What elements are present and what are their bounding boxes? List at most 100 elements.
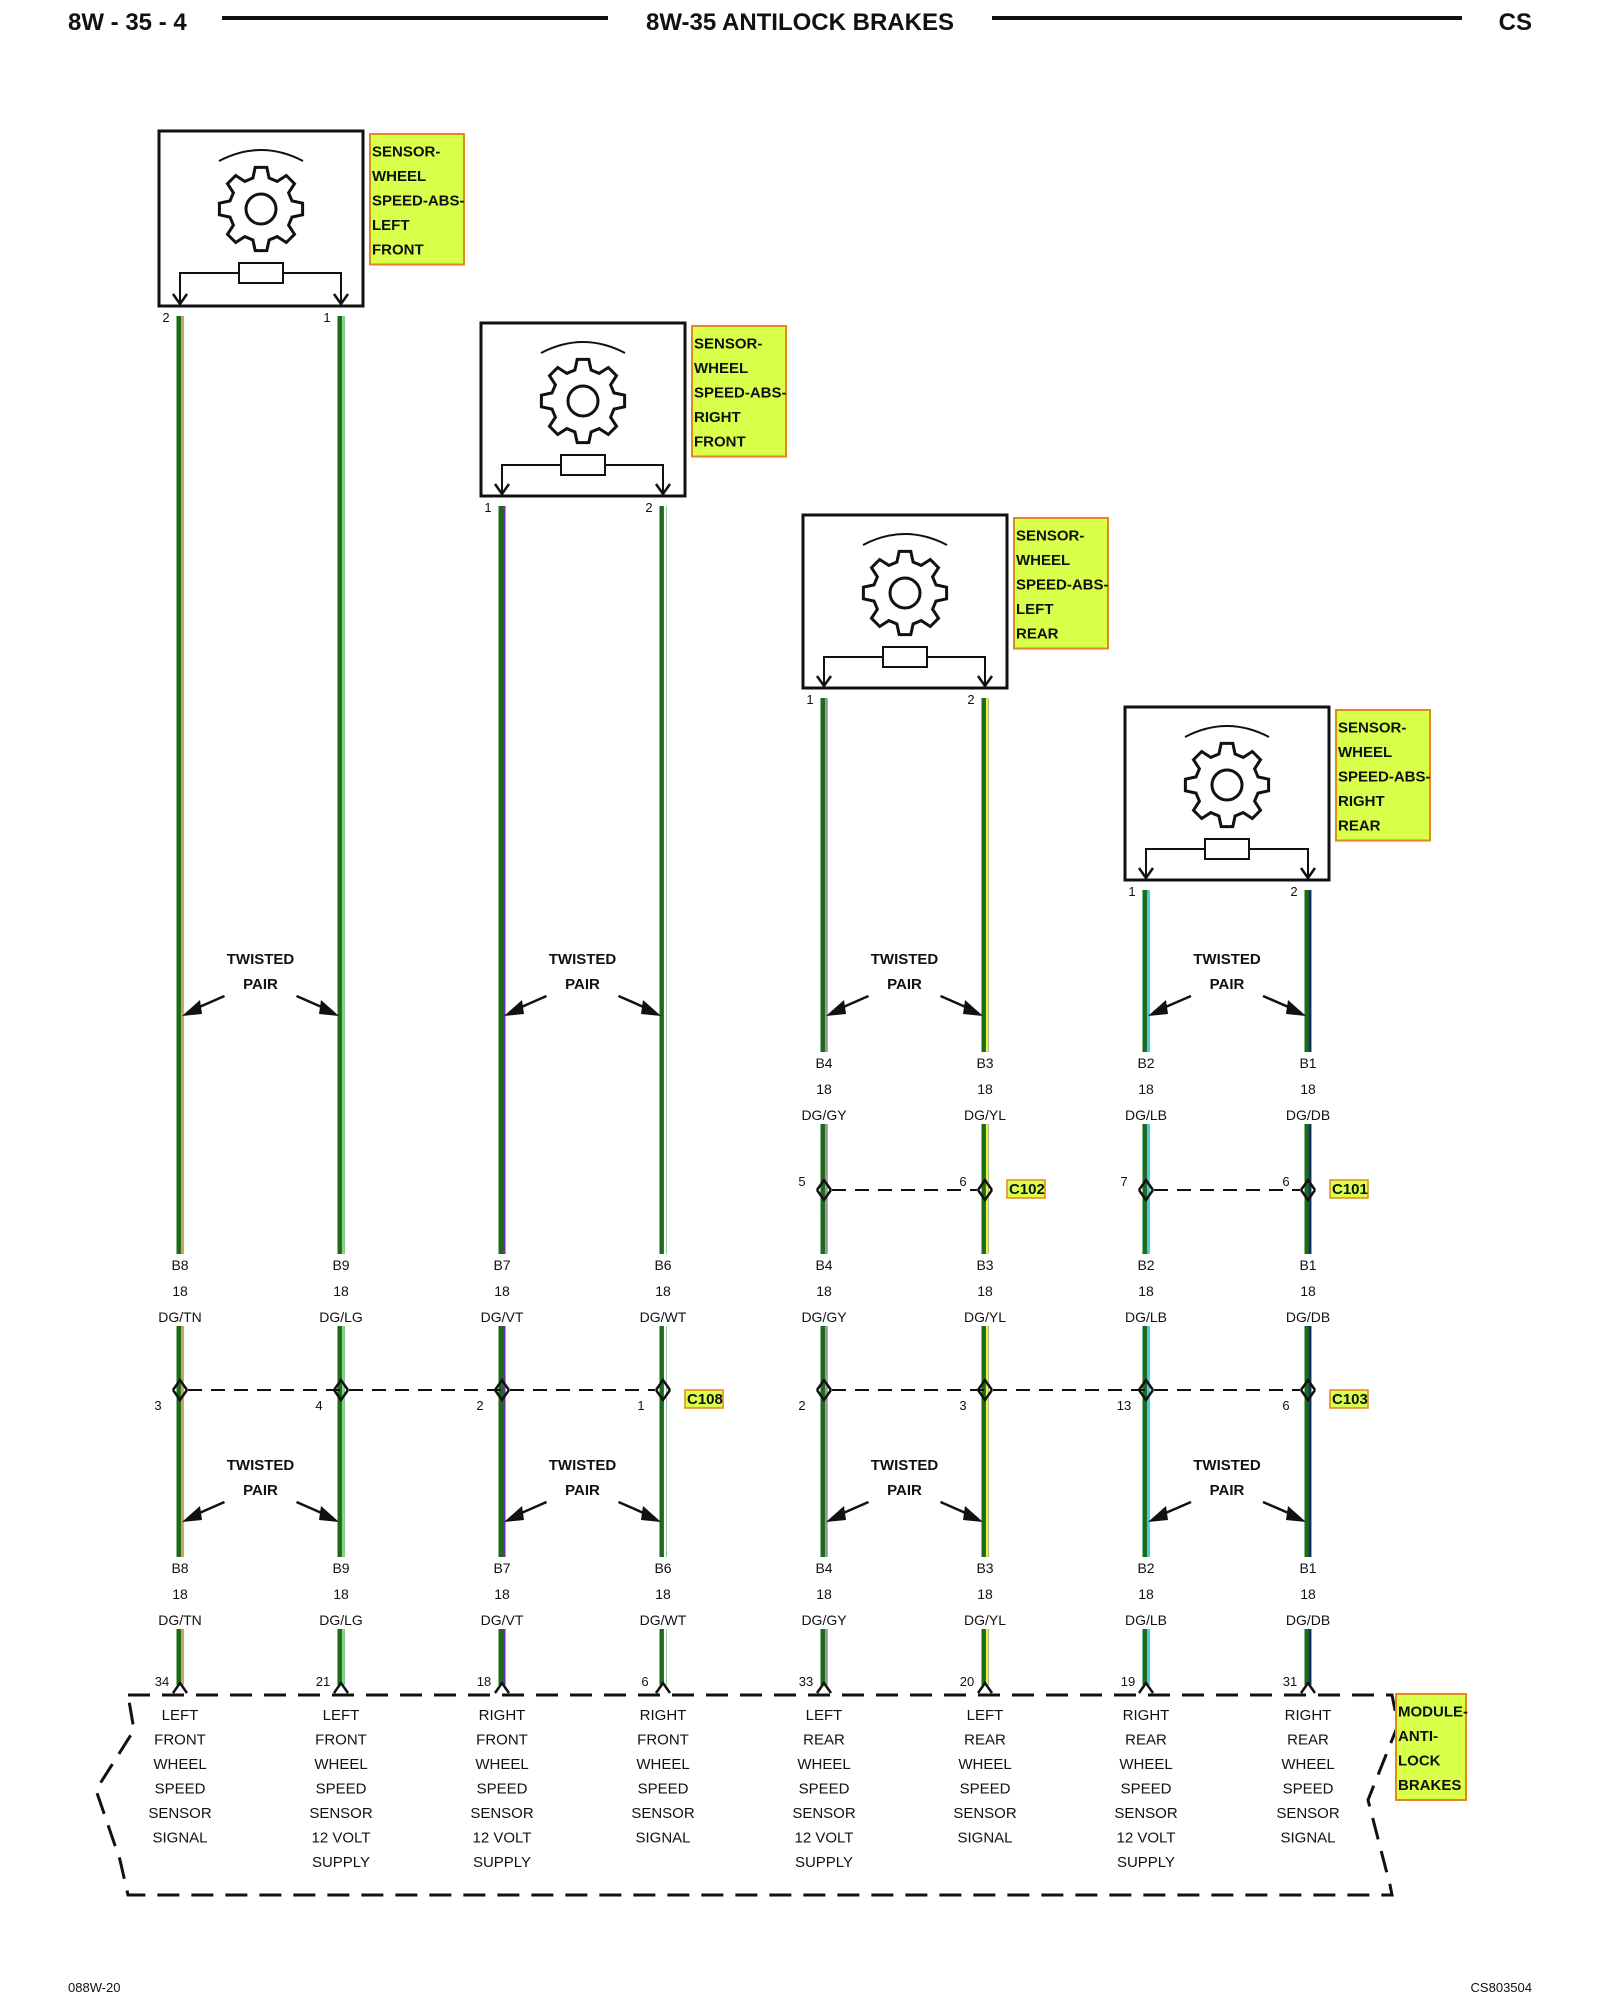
sensor-lead-left xyxy=(501,464,561,492)
wire-gauge: 18 xyxy=(816,1586,832,1602)
arrow-head-icon xyxy=(1286,1000,1306,1016)
module-function-line: SENSOR xyxy=(1114,1805,1178,1822)
wire-circuit: B6 xyxy=(654,1257,671,1273)
connector-lower-pin-down xyxy=(976,1389,994,1403)
gear-icon xyxy=(1183,741,1271,829)
resistor-icon xyxy=(1204,838,1250,860)
resistor-icon xyxy=(882,646,928,668)
module-pin-number: 19 xyxy=(1121,1674,1135,1689)
wire-color: DG/YL xyxy=(964,1309,1006,1325)
sensor-label-line: SPEED-ABS- xyxy=(1016,577,1109,594)
module-function-line: 12 VOLT xyxy=(795,1830,854,1847)
connector-label-bg xyxy=(1329,1179,1369,1199)
wire-info-bg xyxy=(794,1052,854,1124)
wire-circuit: B6 xyxy=(654,1560,671,1576)
wire-circuit: B8 xyxy=(171,1257,188,1273)
wire-circuit: B2 xyxy=(1137,1257,1154,1273)
arrow-head-icon xyxy=(504,1000,524,1016)
wire-color: DG/GY xyxy=(801,1612,847,1628)
wire-color: DG/TN xyxy=(158,1612,202,1628)
connector-name: C108 xyxy=(687,1391,723,1408)
wire-info-bg xyxy=(150,1254,210,1326)
module-function-line: SENSOR xyxy=(631,1805,695,1822)
wire-info-bg xyxy=(955,1254,1015,1326)
sensor-label-line: SENSOR- xyxy=(1338,720,1406,737)
arrow-head-icon xyxy=(641,1000,661,1016)
wire-color: DG/YL xyxy=(964,1107,1006,1123)
connector-name: C103 xyxy=(1332,1391,1368,1408)
module-function-line: SUPPLY xyxy=(1117,1854,1175,1871)
connector-label-c101: C101 xyxy=(1329,1179,1369,1199)
wire-circuit: B3 xyxy=(976,1257,993,1273)
twisted-text: PAIR xyxy=(243,1482,278,1499)
connector-label-c103: C103 xyxy=(1329,1389,1369,1409)
twisted-text: PAIR xyxy=(887,976,922,993)
module-function-line: REAR xyxy=(1125,1732,1167,1749)
module-function-line: WHEEL xyxy=(797,1756,850,1773)
wire-gauge: 18 xyxy=(816,1081,832,1097)
module-pin-number: 34 xyxy=(155,1674,169,1689)
module-function-line: SENSOR xyxy=(148,1805,212,1822)
module-function-line: SPEED xyxy=(799,1781,850,1798)
module-function-line: SENSOR xyxy=(1276,1805,1340,1822)
sensor-pin-number: 1 xyxy=(1128,884,1135,899)
connector-lower-pin-up xyxy=(332,1377,350,1391)
connector-upper-pin-down xyxy=(815,1189,833,1203)
connector-c103-pin: 3 xyxy=(959,1398,966,1413)
connector-c108-pin: 1 xyxy=(637,1398,644,1413)
connector-upper-pin-up xyxy=(976,1177,994,1191)
wire-color: DG/DB xyxy=(1286,1309,1330,1325)
wire-info-bg xyxy=(955,1557,1015,1629)
connector-lower-pin-up xyxy=(976,1377,994,1391)
module-pin-marker xyxy=(654,1680,672,1694)
arrow-head-icon xyxy=(1148,1506,1168,1522)
gear-icon xyxy=(861,549,949,637)
sensor-arc-icon xyxy=(218,149,304,162)
module-label-line: MODULE- xyxy=(1398,1704,1468,1721)
module-function-line: LEFT xyxy=(162,1707,199,1724)
arrow-head-icon xyxy=(963,1506,983,1522)
wire-circuit: B3 xyxy=(976,1055,993,1071)
sensor-pin-number: 2 xyxy=(645,500,652,515)
gear-icon xyxy=(539,357,627,445)
connector-c103-pin: 6 xyxy=(1282,1398,1289,1413)
sensor-arc-icon xyxy=(540,341,626,354)
module-function-line: LEFT xyxy=(323,1707,360,1724)
wire-gauge: 18 xyxy=(494,1586,510,1602)
arrow-head-icon xyxy=(1148,1000,1168,1016)
gear-hub-icon xyxy=(888,576,922,610)
wire-gauge: 18 xyxy=(1138,1586,1154,1602)
wire-info-bg xyxy=(1278,1052,1338,1124)
twisted-text: TWISTED xyxy=(227,951,295,968)
module-function-line: SPEED xyxy=(638,1781,689,1798)
sensor-label-line: WHEEL xyxy=(1338,744,1392,761)
module-function-line: SENSOR xyxy=(953,1805,1017,1822)
twisted-text: PAIR xyxy=(243,976,278,993)
gear-hub-icon xyxy=(566,384,600,418)
footer-right-code: CS803504 xyxy=(1471,1980,1532,1995)
sensor-label-bg xyxy=(369,133,465,266)
wire-info-bg xyxy=(633,1557,693,1629)
sensor-pin-marker xyxy=(493,483,511,497)
connector-c103-pin: 13 xyxy=(1117,1398,1131,1413)
wire-info-bg xyxy=(1116,1557,1176,1629)
sensor-lead-right xyxy=(283,272,342,302)
twisted-text: TWISTED xyxy=(871,1457,939,1474)
wire-gauge: 18 xyxy=(977,1283,993,1299)
twisted-text: PAIR xyxy=(565,976,600,993)
